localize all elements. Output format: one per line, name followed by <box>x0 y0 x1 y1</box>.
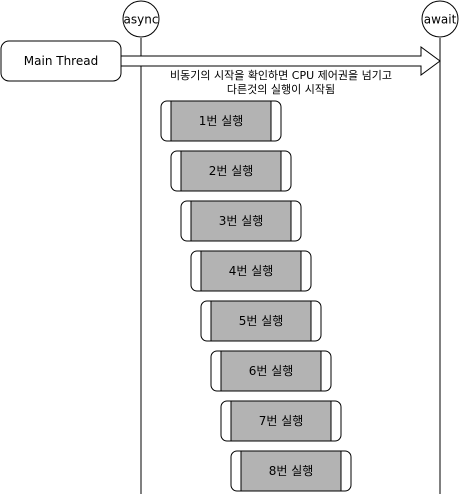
main-thread-label: Main Thread <box>24 54 98 68</box>
step-label: 1번 실행 <box>199 113 244 128</box>
step-block-6: 6번 실행 <box>210 350 332 392</box>
step-body <box>220 350 322 392</box>
step-label: 8번 실행 <box>269 463 314 478</box>
async-header: async <box>122 0 160 38</box>
step-body <box>180 150 282 192</box>
step-body <box>240 450 342 492</box>
arrow-caption-line2: 다른것의 실행이 시작됨 <box>227 83 335 96</box>
step-label: 4번 실행 <box>229 263 274 278</box>
step-label: 3번 실행 <box>219 213 264 228</box>
step-block-2: 2번 실행 <box>170 150 292 192</box>
execution-steps: 1번 실행 2번 실행 3번 실행 4번 실행 5번 실행 6번 실행 7번 실행 8번 실행 <box>160 100 352 492</box>
step-block-1: 1번 실행 <box>160 100 282 142</box>
step-body <box>230 400 332 442</box>
step-block-8: 8번 실행 <box>230 450 352 492</box>
step-body <box>200 250 302 292</box>
step-label: 5번 실행 <box>239 313 284 328</box>
step-body <box>210 300 312 342</box>
step-block-7: 7번 실행 <box>220 400 342 442</box>
async-label: async <box>124 13 159 27</box>
step-label: 7번 실행 <box>259 413 304 428</box>
main-thread-node: Main Thread <box>0 40 122 82</box>
step-block-3: 3번 실행 <box>180 200 302 242</box>
step-body <box>170 100 272 142</box>
step-block-4: 4번 실행 <box>190 250 312 292</box>
step-body <box>190 200 292 242</box>
step-label: 2번 실행 <box>209 163 254 178</box>
await-label: await <box>424 13 457 27</box>
step-label: 6번 실행 <box>249 363 294 378</box>
main-flow-arrow <box>120 46 441 76</box>
arrow-caption-line1: 비동기의 시작을 확인하면 CPU 제어권을 넘기고 <box>170 68 392 82</box>
step-block-5: 5번 실행 <box>200 300 322 342</box>
await-header: await <box>421 0 459 38</box>
